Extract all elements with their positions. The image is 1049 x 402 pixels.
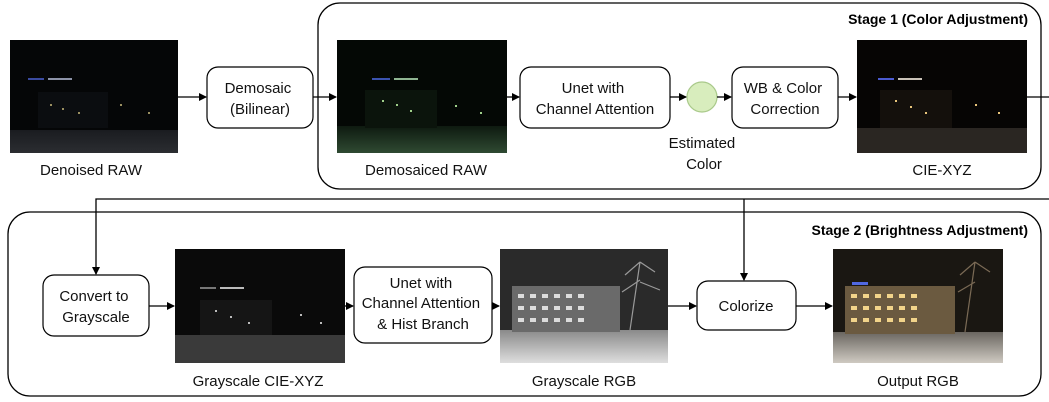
denoised-raw-label: Denoised RAW: [40, 162, 143, 179]
cie-xyz-label: CIE-XYZ: [912, 162, 971, 179]
svg-text:Colorize: Colorize: [718, 298, 773, 315]
denoised-raw-image: [10, 40, 178, 153]
svg-text:Unet with Channel Attent: Unet with Channel Attention & Hist Branc…: [362, 275, 485, 333]
grayscale-rgb-label: Grayscale RGB: [532, 373, 636, 390]
demosaiced-raw-image: [337, 40, 507, 153]
unet-hist-branch-box: Unet with Channel Attention & Hist Branc…: [353, 266, 493, 344]
estimated-color-label: Estimated Color: [669, 135, 740, 173]
estimated-color-node: [686, 81, 718, 113]
grayscale-cie-xyz-image: [175, 249, 345, 363]
stage2-container: [7, 211, 1042, 397]
arrows: [92, 93, 1049, 310]
unet-channel-attention-box: Unet with Channel Attention: [519, 66, 671, 129]
output-rgb-image: [833, 249, 1003, 363]
demosaic-box: Demosaic (Bilinear): [206, 66, 314, 129]
svg-text:WB & Color Correction: WB & Color Correction: [744, 80, 827, 118]
grayscale-cie-xyz-label: Grayscale CIE-XYZ: [193, 373, 324, 390]
output-rgb-label: Output RGB: [877, 373, 959, 390]
demosaiced-raw-label: Demosaiced RAW: [365, 162, 488, 179]
wb-color-correction-box: WB & Color Correction: [731, 66, 839, 129]
svg-text:Unet with Channel Attent: Unet with Channel Attention: [536, 80, 654, 118]
stage1-title: Stage 1 (Color Adjustment): [848, 11, 1028, 27]
convert-to-grayscale-box: Convert to Grayscale: [42, 274, 150, 337]
cie-xyz-image: [857, 40, 1027, 153]
svg-text:Demosaic (Bilinear): Demosaic (Bilinear): [225, 80, 296, 118]
stage2-title: Stage 2 (Brightness Adjustment): [811, 222, 1028, 238]
grayscale-rgb-image: [500, 249, 668, 363]
stage1-container: [317, 2, 1042, 190]
colorize-box: Colorize: [696, 280, 797, 331]
svg-text:Convert to Grayscale: Convert to Grayscale: [59, 288, 132, 326]
